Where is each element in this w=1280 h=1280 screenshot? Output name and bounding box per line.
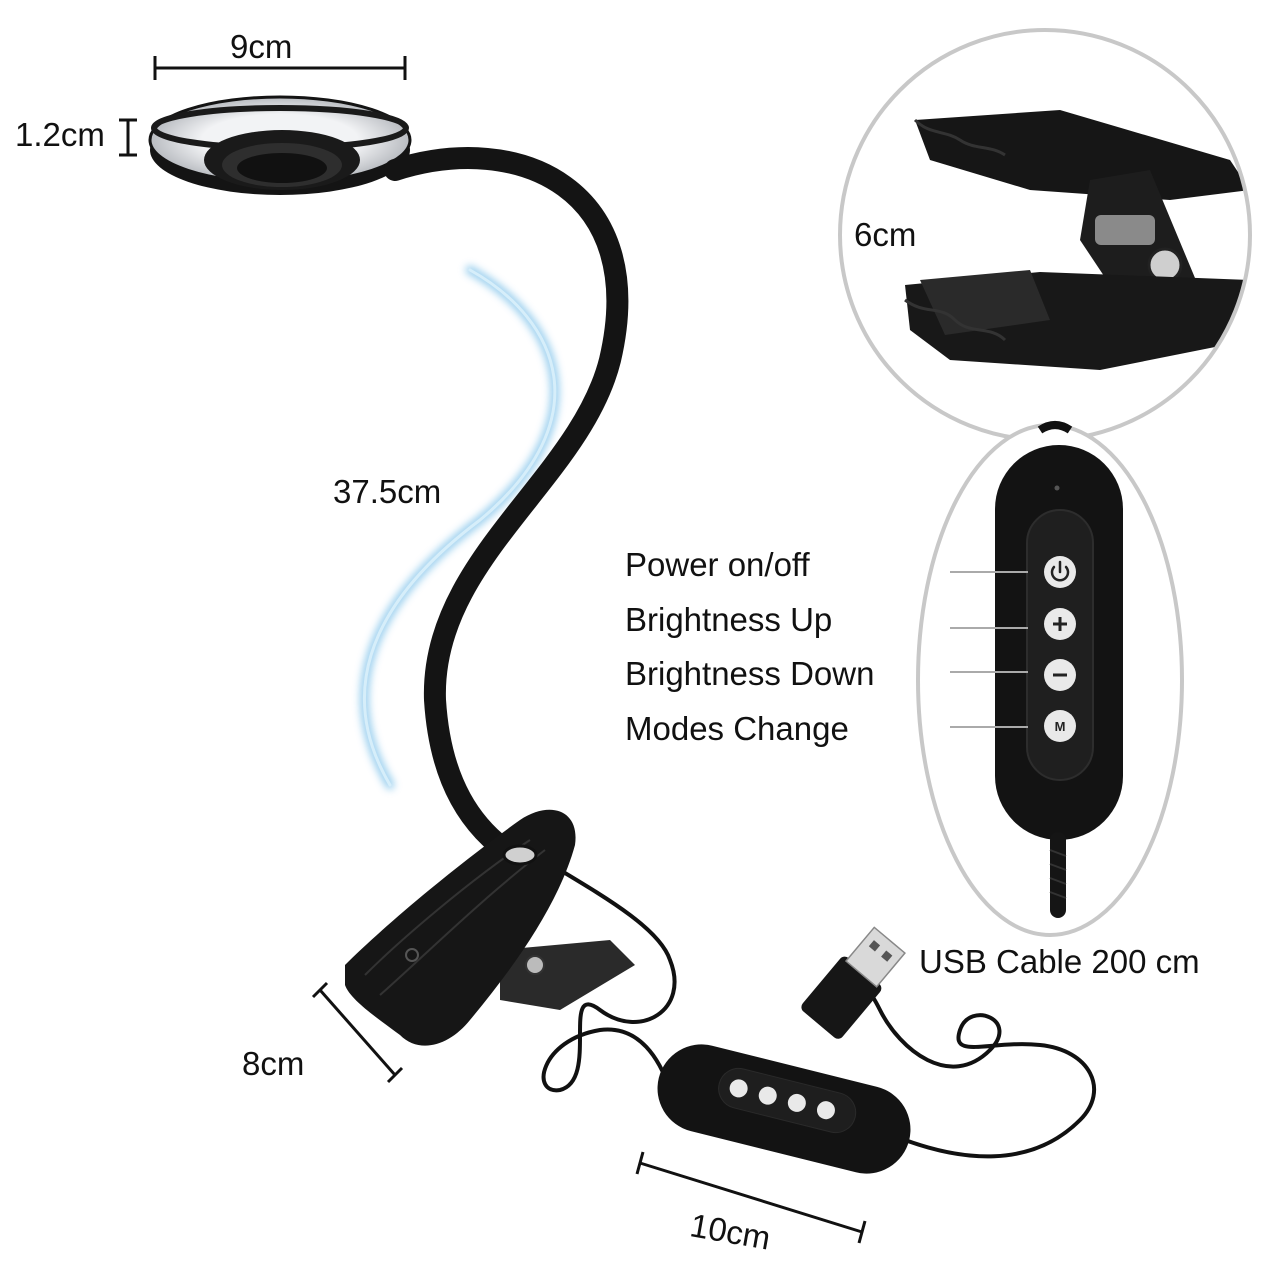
controller-button-power (816, 1101, 835, 1120)
inline-controller (657, 1044, 911, 1174)
svg-text:M: M (1055, 719, 1066, 734)
brand-logo-icon (405, 948, 419, 962)
head-thickness-label: 1.2cm (15, 116, 105, 153)
lamp-head (148, 95, 412, 195)
controller-button-plus (787, 1093, 806, 1112)
feature-brightness-up-label: Brightness Up (625, 601, 833, 638)
plus-icon (1044, 608, 1076, 640)
feature-brightness-down-label: Brightness Down (625, 655, 875, 692)
clip-opening-label: 6cm (854, 216, 917, 253)
light-glow (360, 265, 560, 790)
controller-buttons: M (1044, 556, 1076, 742)
usb-cable-label: USB Cable 200 cm (919, 943, 1200, 980)
feature-modes-change-label: Modes Change (625, 710, 849, 747)
minus-icon (1044, 659, 1076, 691)
mode-m-icon: M (1044, 710, 1076, 742)
power-icon (1044, 556, 1076, 588)
gooseneck (384, 147, 629, 871)
clip-width-label: 8cm (242, 1045, 305, 1082)
usb-plug (801, 926, 906, 1039)
feature-power-label: Power on/off (625, 546, 810, 583)
leader-lines (950, 571, 1028, 728)
head-width-label: 9cm (230, 28, 293, 65)
gooseneck-length-label: 37.5cm (333, 473, 442, 510)
controller-button-m (729, 1079, 748, 1098)
lamp-clip (345, 809, 635, 1046)
controller-button-minus (758, 1086, 777, 1105)
clip-detail-view (838, 28, 1252, 442)
